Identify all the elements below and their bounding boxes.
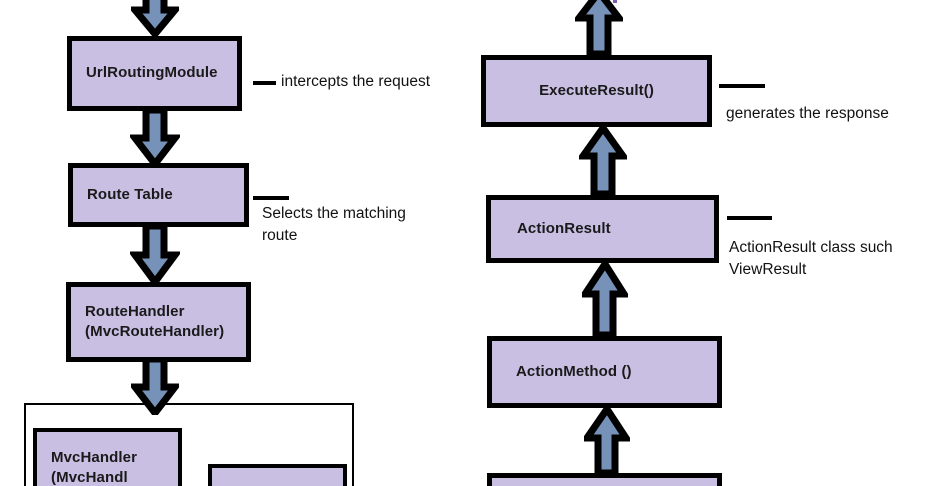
arrow-route-table-to-route-handler (130, 226, 180, 284)
annotation-intercepts-the-request: intercepts the request (281, 73, 431, 90)
box-process-request[interactable]: ProcessRequest (208, 464, 347, 486)
box-execute-result[interactable]: ExecuteResult() (481, 55, 712, 127)
leader-line-selects-route (253, 196, 289, 200)
arrow-action-method-to-action-result (582, 262, 628, 337)
box-mvc-handler-label: MvcHandler (MvcHandl (51, 448, 138, 486)
leader-line-generates-response (719, 84, 765, 88)
box-execute-result-label: ExecuteResult() (539, 81, 654, 99)
arrow-action-result-to-execute-result (579, 126, 627, 196)
box-right-bottom-partial[interactable] (487, 473, 722, 486)
arrow-into-url-routing-module (131, 0, 179, 36)
box-route-table[interactable]: Route Table (68, 163, 249, 227)
arrow-route-handler-to-mvc-handler (131, 359, 179, 415)
arrow-url-routing-to-route-table (130, 110, 180, 166)
box-route-table-label: Route Table (87, 185, 173, 203)
leader-line-intercepts (253, 81, 276, 85)
box-route-handler-label: RouteHandler (MvcRouteHandler) (85, 302, 225, 340)
box-route-handler[interactable]: RouteHandler (MvcRouteHandler) (66, 282, 251, 362)
annotation-action-result-class: ActionResult class such ViewResult (729, 239, 893, 278)
box-url-routing-module[interactable]: UrlRoutingModule (67, 36, 242, 111)
box-action-result-label: ActionResult (517, 219, 611, 237)
arrow-bottom-to-action-method (584, 407, 630, 475)
box-action-method-label: ActionMethod () (516, 362, 632, 380)
arrow-execute-result-out (575, 0, 623, 56)
annotation-generates-the-response: generates the response (726, 105, 889, 122)
box-mvc-handler[interactable]: MvcHandler (MvcHandl (33, 428, 182, 486)
stray-pixel-artifact (613, 0, 617, 3)
leader-line-action-result-class (727, 216, 772, 220)
box-url-routing-module-label: UrlRoutingModule (86, 64, 218, 82)
box-action-result[interactable]: ActionResult (486, 195, 719, 263)
box-action-method[interactable]: ActionMethod () (487, 336, 722, 408)
annotation-selects-matching-route: Selects the matching route (262, 205, 406, 244)
mvc-handler-group-container (24, 403, 354, 486)
